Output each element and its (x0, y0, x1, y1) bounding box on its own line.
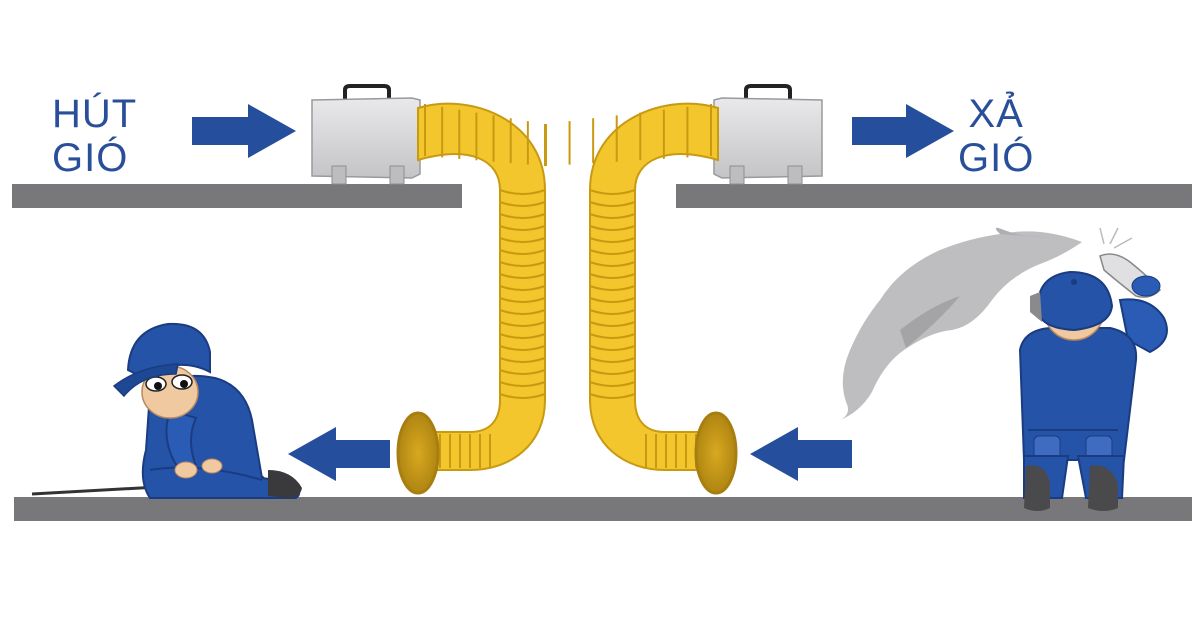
exhaust-label: XẢ GIÓ (958, 92, 1034, 180)
worker-icon (1018, 227, 1168, 511)
exhaust-fan-icon (713, 84, 823, 185)
intake-fan-icon (311, 84, 421, 185)
intake-label-line2: GIÓ (52, 136, 129, 180)
upper-floor-right (676, 184, 1192, 208)
duct-mouth-right (694, 411, 738, 495)
arrow-left-icon (750, 427, 852, 481)
worker-icon (31, 322, 302, 499)
exhaust-label-line2: GIÓ (958, 136, 1035, 180)
arrow-left-icon (288, 427, 390, 481)
lower-floor (14, 497, 1192, 521)
arrow-right-icon (852, 104, 954, 158)
duct-mouth-left (396, 411, 440, 495)
smoke-icon (840, 227, 1082, 420)
arrow-right-icon (192, 104, 296, 158)
upper-floor-left (12, 184, 462, 208)
flexible-duct-right (545, 102, 738, 495)
flexible-duct-left (396, 102, 546, 495)
intake-label: HÚT GIÓ (52, 92, 137, 180)
intake-label-line1: HÚT (52, 92, 138, 136)
exhaust-label-line1: XẢ (968, 92, 1024, 136)
